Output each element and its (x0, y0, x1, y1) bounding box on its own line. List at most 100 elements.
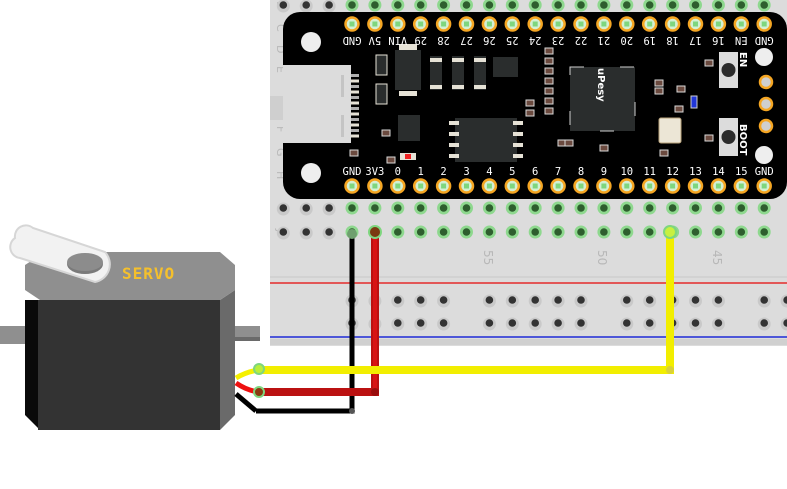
board-pin-bottom-7[interactable] (550, 178, 566, 194)
breadboard-hole[interactable] (345, 201, 359, 215)
breadboard-hole[interactable] (666, 201, 680, 215)
breadboard-hole[interactable] (551, 0, 565, 12)
servo-horn[interactable] (9, 224, 111, 284)
breadboard-hole[interactable] (711, 0, 725, 12)
board-pin-bottom-10[interactable] (619, 178, 635, 194)
breadboard-hole[interactable] (620, 0, 634, 12)
breadboard-hole[interactable] (460, 201, 473, 215)
breadboard-hole[interactable] (460, 225, 473, 239)
board-pin-top-5v[interactable] (367, 16, 383, 32)
en-button[interactable] (719, 52, 738, 88)
board-pin-bottom-11[interactable] (641, 178, 658, 194)
breadboard-hole[interactable] (391, 225, 405, 239)
breadboard-hole[interactable] (322, 226, 336, 240)
board-pin-top-20[interactable] (619, 16, 635, 32)
breadboard-hole[interactable] (643, 225, 657, 239)
rail-hole[interactable] (574, 294, 588, 308)
wire-end-ground-bb[interactable] (347, 229, 357, 239)
rail-hole[interactable] (437, 294, 451, 308)
board-pin-bottom-13[interactable] (687, 178, 704, 194)
board-pin-top-gnd[interactable] (756, 16, 772, 32)
rail-hole[interactable] (643, 317, 657, 331)
breadboard-hole[interactable] (299, 0, 313, 13)
board-pin-bottom-0[interactable] (390, 178, 406, 194)
breadboard-hole[interactable] (574, 0, 588, 12)
breadboard-hole[interactable] (505, 0, 519, 12)
board-pin-top-gnd[interactable] (344, 16, 360, 32)
rail-hole[interactable] (620, 317, 634, 331)
breadboard-hole[interactable] (551, 201, 565, 215)
rail-hole[interactable] (780, 294, 787, 308)
breadboard-hole[interactable] (276, 226, 290, 240)
rail-hole[interactable] (711, 294, 725, 308)
wire-end-signal[interactable] (253, 363, 265, 375)
rail-hole[interactable] (643, 294, 657, 308)
breadboard-hole[interactable] (734, 201, 748, 215)
board-pin-top-17[interactable] (687, 16, 704, 32)
board-pin-top-26[interactable] (481, 16, 498, 32)
swd-pin[interactable] (758, 118, 774, 134)
board-pin-top-22[interactable] (573, 16, 589, 32)
breadboard-hole[interactable] (757, 225, 771, 239)
wire-end-signal-bb[interactable] (663, 225, 677, 239)
usb-connector[interactable] (283, 65, 351, 143)
board-pin-bottom-gnd[interactable] (756, 178, 772, 194)
board-pin-top-24[interactable] (527, 16, 543, 32)
breadboard-hole[interactable] (757, 0, 771, 12)
breadboard-hole[interactable] (437, 201, 451, 215)
rail-hole[interactable] (711, 317, 725, 331)
rail-hole[interactable] (689, 294, 702, 308)
board-pin-bottom-1[interactable] (412, 178, 429, 194)
rail-hole[interactable] (528, 317, 542, 331)
board-pin-top-28[interactable] (435, 16, 452, 32)
rail-hole[interactable] (757, 317, 771, 331)
breadboard-hole[interactable] (391, 201, 405, 215)
breadboard-hole[interactable] (505, 201, 519, 215)
rail-hole[interactable] (620, 294, 634, 308)
breadboard-hole[interactable] (711, 225, 725, 239)
rail-hole[interactable] (505, 317, 519, 331)
rail-hole[interactable] (551, 317, 565, 331)
breadboard-hole[interactable] (414, 225, 428, 239)
rail-hole[interactable] (482, 294, 496, 308)
rail-hole[interactable] (505, 294, 519, 308)
rail-hole[interactable] (757, 294, 771, 308)
breadboard-hole[interactable] (734, 0, 748, 12)
upesy-board[interactable]: uPesy EN BOOT (283, 12, 787, 199)
breadboard-hole[interactable] (689, 0, 702, 12)
breadboard-hole[interactable] (528, 201, 542, 215)
breadboard-hole[interactable] (368, 201, 382, 215)
breadboard-hole[interactable] (574, 201, 588, 215)
breadboard-hole[interactable] (391, 0, 405, 12)
breadboard-hole[interactable] (620, 201, 634, 215)
breadboard-hole[interactable] (505, 225, 519, 239)
breadboard-hole[interactable] (299, 202, 313, 216)
boot-button-cap[interactable] (721, 130, 736, 144)
rail-hole[interactable] (414, 317, 428, 331)
breadboard-hole[interactable] (574, 225, 588, 239)
breadboard-hole[interactable] (689, 201, 702, 215)
board-pin-top-23[interactable] (550, 16, 566, 32)
servo-motor[interactable]: SERVO (0, 224, 260, 430)
breadboard-hole[interactable] (643, 0, 657, 12)
board-pin-top-18[interactable] (664, 16, 681, 32)
board-pin-bottom-gnd[interactable] (344, 178, 360, 194)
board-pin-top-27[interactable] (458, 16, 475, 32)
board-pin-top-vin[interactable] (390, 16, 406, 32)
breadboard-hole[interactable] (666, 0, 680, 12)
breadboard-hole[interactable] (322, 0, 336, 13)
board-pin-top-21[interactable] (596, 16, 612, 32)
board-pin-bottom-14[interactable] (710, 178, 727, 194)
board-pin-top-19[interactable] (641, 16, 658, 32)
swd-pin[interactable] (758, 96, 774, 112)
breadboard-hole[interactable] (482, 0, 496, 12)
wire-end-power-bb[interactable] (368, 225, 382, 239)
board-pin-bottom-6[interactable] (527, 178, 543, 194)
rail-hole[interactable] (482, 317, 496, 331)
rail-hole[interactable] (551, 294, 565, 308)
rail-hole[interactable] (528, 294, 542, 308)
breadboard-hole[interactable] (276, 202, 290, 216)
breadboard-hole[interactable] (482, 201, 496, 215)
breadboard-hole[interactable] (437, 0, 451, 12)
breadboard-hole[interactable] (299, 226, 313, 240)
